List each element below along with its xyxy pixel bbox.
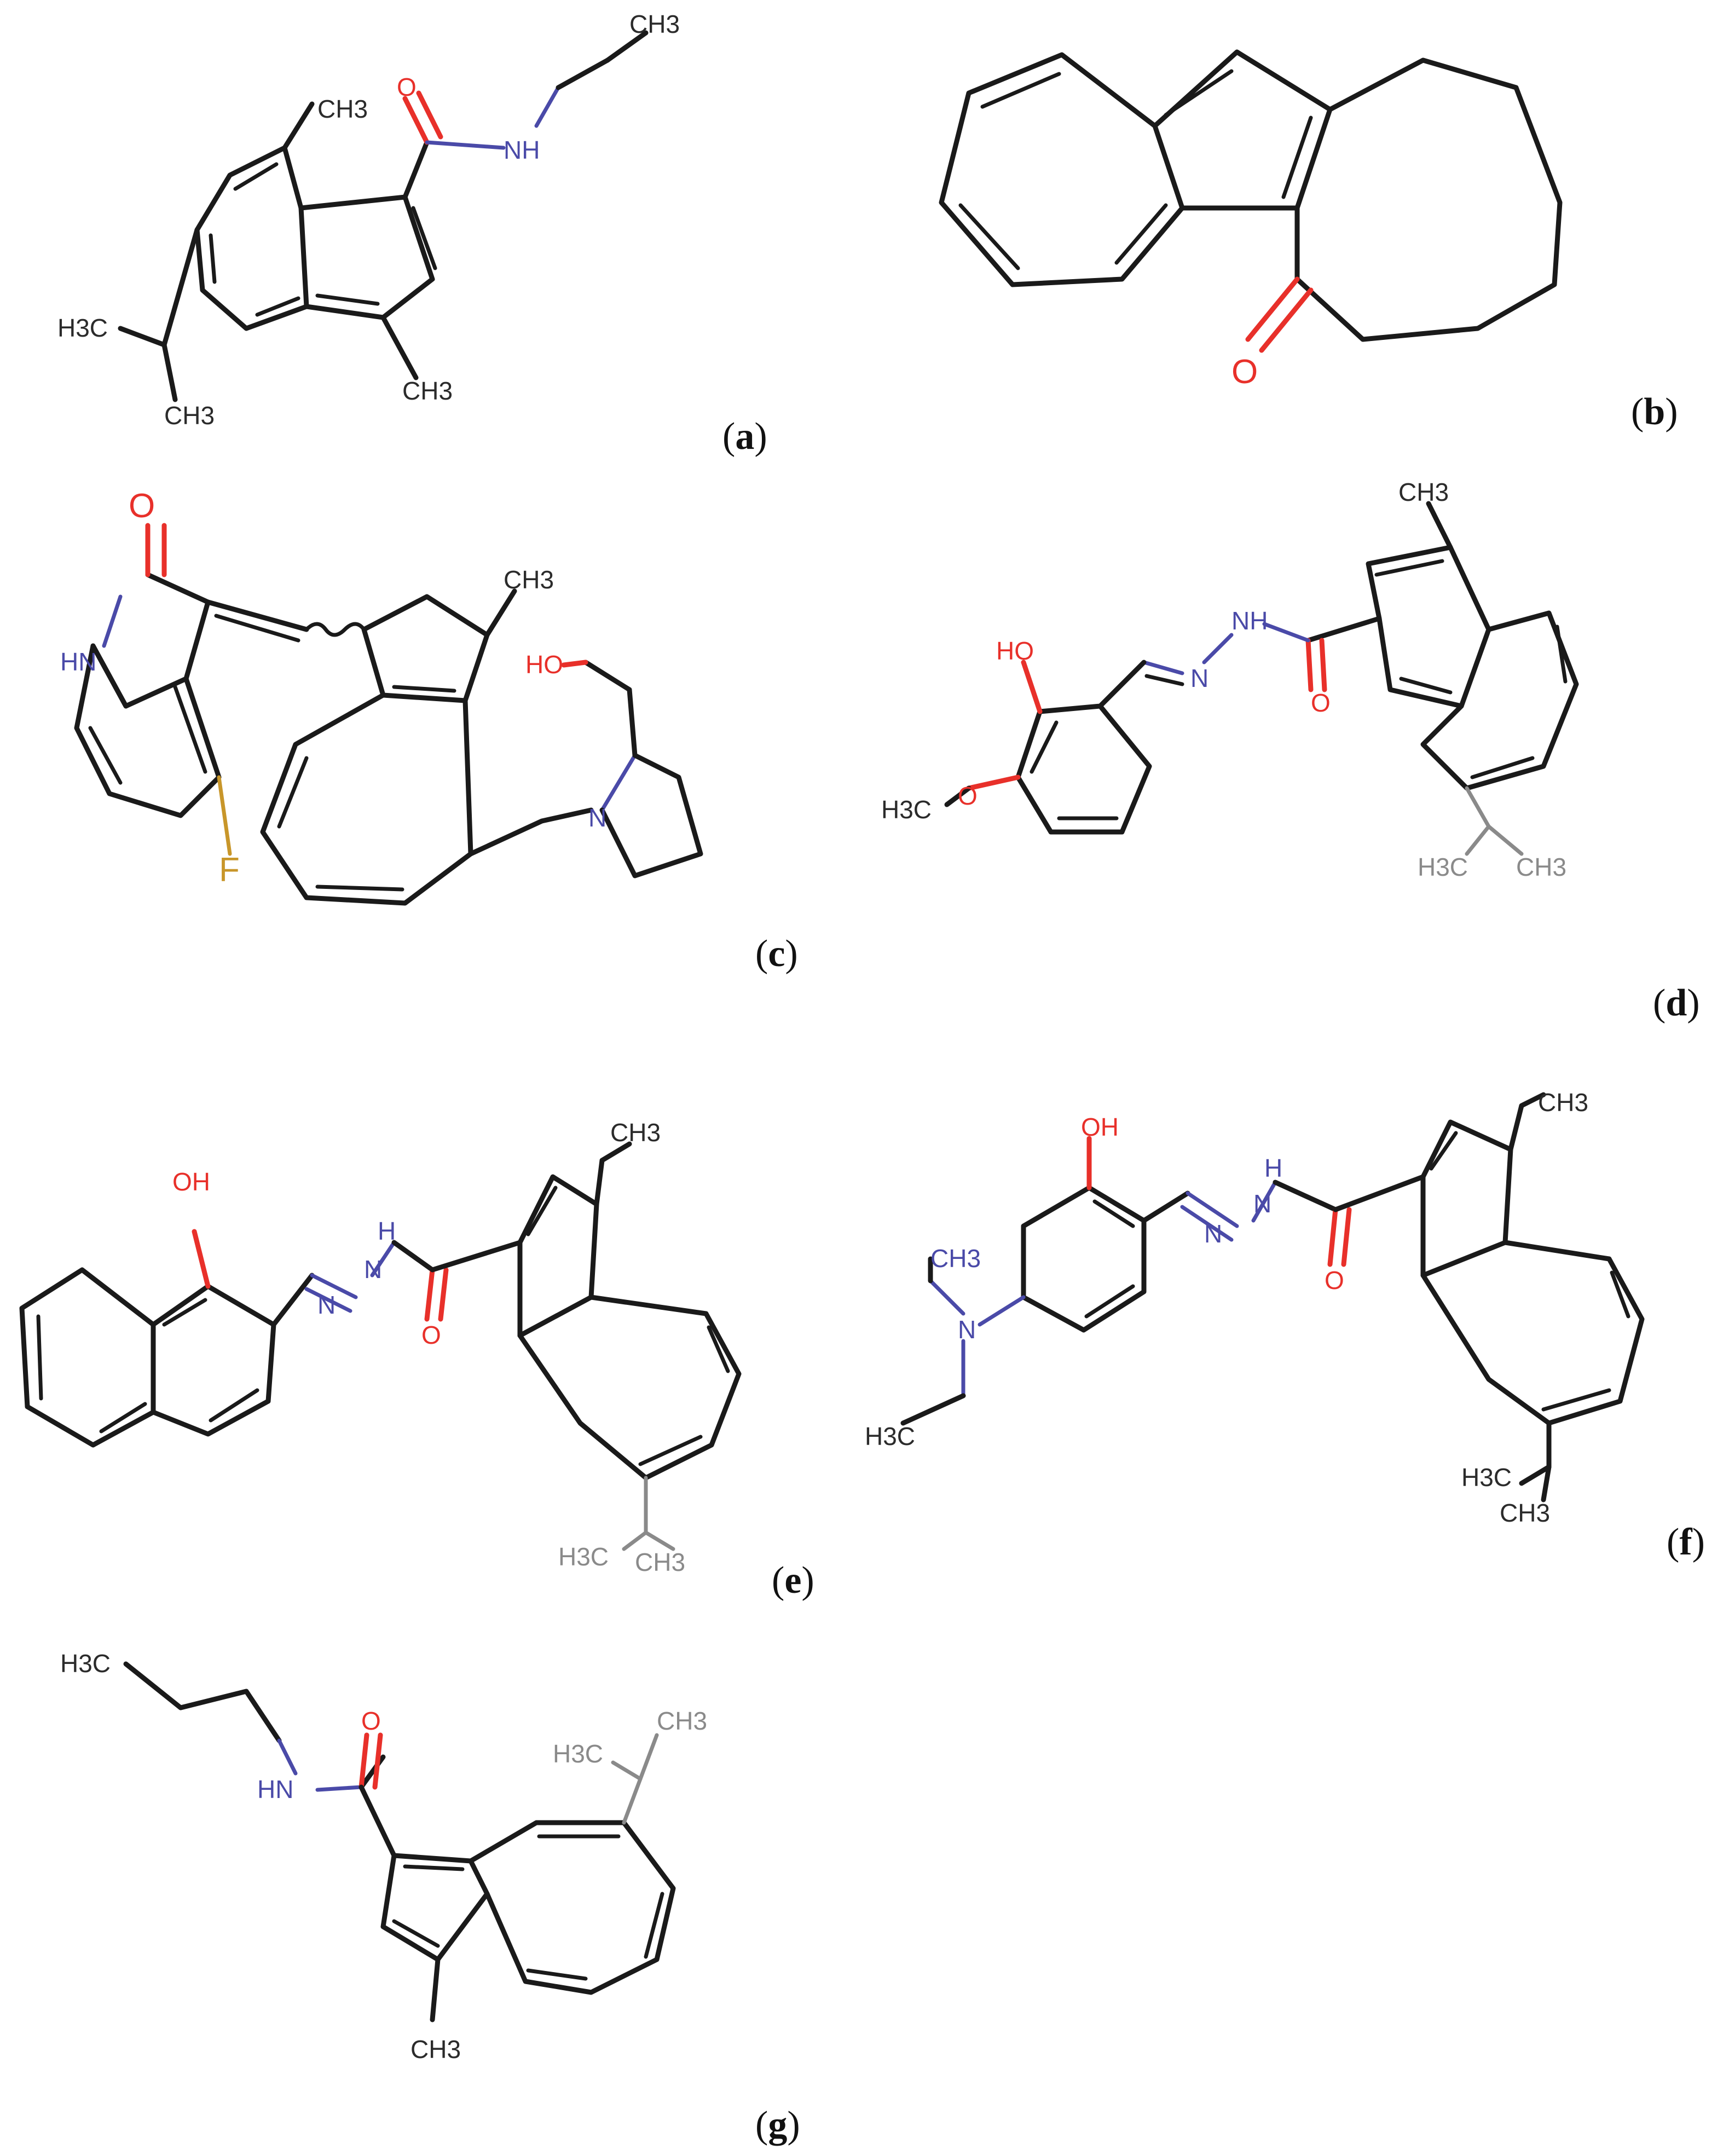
panel-e-structure [19,1141,742,1551]
methyl-label: CH3 [610,1118,661,1147]
nitrogen-label: N [588,804,606,832]
hydroxyl-label: HO [996,637,1034,665]
h-label: H [1264,1154,1282,1182]
methyl-label: CH3 [402,377,453,405]
panel-label-f: (f) [1667,1521,1705,1563]
panel-label-d: (d) [1653,982,1700,1024]
panel-b-structure [939,49,1563,353]
panel-g-structure [123,1661,676,2022]
methyl-label: H3C [1418,853,1468,881]
methyl-label: H3C [1461,1463,1512,1492]
methyl-label: CH3 [164,401,215,430]
panel-f-structure [900,1092,1645,1502]
methyl-label: H3C [558,1542,609,1571]
nh-label: HN [257,1775,293,1804]
panel-label-a: (a) [722,415,767,458]
methyl-label: CH3 [635,1548,685,1576]
panel-d-structure [944,501,1579,856]
nitrogen-label: N [1204,1219,1222,1248]
nh-label: N [1253,1189,1271,1218]
panel-a-structure [118,30,649,402]
methyl-label: H3C [865,1422,915,1450]
oxygen-label: O [1325,1266,1344,1294]
methyl-label: CH3 [930,1244,981,1273]
fluorine-label: F [219,851,240,889]
methyl-label: H3C [60,1649,111,1678]
methyl-label: H3C [881,795,932,824]
nitrogen-label: N [1190,664,1208,692]
methyl-label: CH3 [629,10,680,38]
oxygen-label: O [1311,689,1331,717]
nh-label: NH [1231,606,1268,635]
nitrogen-label: N [958,1315,976,1344]
methyl-label: CH3 [410,2035,461,2063]
oxygen-label: O [421,1321,441,1349]
hydroxyl-label: OH [1081,1113,1119,1141]
bond [298,205,309,309]
hydroxyl-label: HO [525,650,563,679]
panel-label-g: (g) [755,2104,800,2146]
methyl-label: H3C [553,1739,603,1768]
oxygen-label: O [361,1707,381,1735]
panel-label-b: (b) [1631,391,1678,433]
methyl-label: CH3 [1398,478,1449,506]
methyl-label: CH3 [1538,1088,1588,1117]
nh-label: HN [60,648,96,676]
oxygen-label: O [129,487,155,525]
oxygen-label: O [1231,353,1258,391]
methyl-label: CH3 [657,1707,707,1735]
panel-label-e: (e) [772,1559,814,1602]
methyl-label: CH3 [504,565,554,594]
methyl-label: CH3 [1500,1499,1550,1527]
nh-label: NH [504,136,540,164]
methyl-label: CH3 [1516,853,1566,881]
nh-label: N [364,1255,382,1284]
methyl-label: CH3 [317,95,368,123]
methyl-label: H3C [57,314,108,342]
nitrogen-label: N [317,1291,336,1319]
oxygen-label: O [958,782,978,810]
hydroxyl-label: OH [172,1167,210,1196]
panel-c-structure [74,523,703,906]
h-label: H [378,1217,396,1245]
oxygen-label: O [397,73,417,101]
panel-label-c: (c) [755,933,798,975]
